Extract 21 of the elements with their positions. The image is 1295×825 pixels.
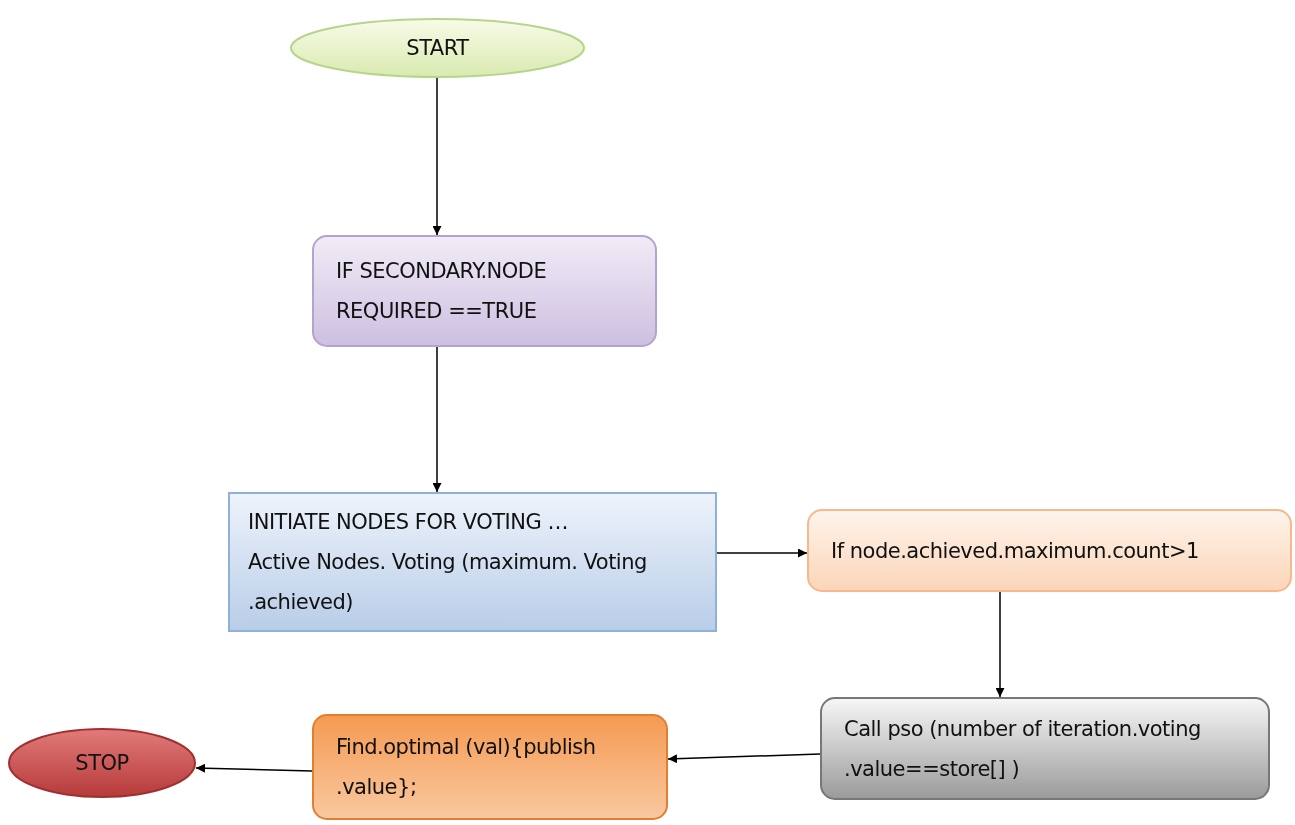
arrow — [195, 763, 313, 773]
decision-box — [807, 509, 1292, 592]
process-box — [228, 492, 717, 632]
process-box — [312, 714, 668, 820]
node-text: INITIATE NODES FOR VOTING … — [248, 509, 569, 536]
node-text: Call pso (number of iteration.voting .value==store[] ) — [844, 715, 1202, 783]
arrow — [716, 548, 808, 558]
decision-box — [312, 235, 657, 347]
stop-ellipse — [8, 728, 196, 798]
arrow — [432, 77, 442, 236]
node-text: Find.optimal (val){publish .value}; — [336, 734, 597, 801]
node-text: If node.achieved.maximum.count>1 — [831, 537, 1200, 565]
arrow — [667, 753, 821, 764]
arrow — [995, 591, 1005, 698]
node-text: IF SECONDARY.NODE REQUIRED ==TRUE — [336, 258, 548, 325]
start-ellipse — [290, 18, 585, 78]
node-text: STOP — [75, 750, 129, 777]
node-text: Active Nodes. Voting (maximum. Voting .achieved) — [248, 549, 648, 616]
node-text: START — [406, 35, 469, 62]
process-box — [820, 697, 1270, 800]
arrow — [432, 346, 442, 493]
